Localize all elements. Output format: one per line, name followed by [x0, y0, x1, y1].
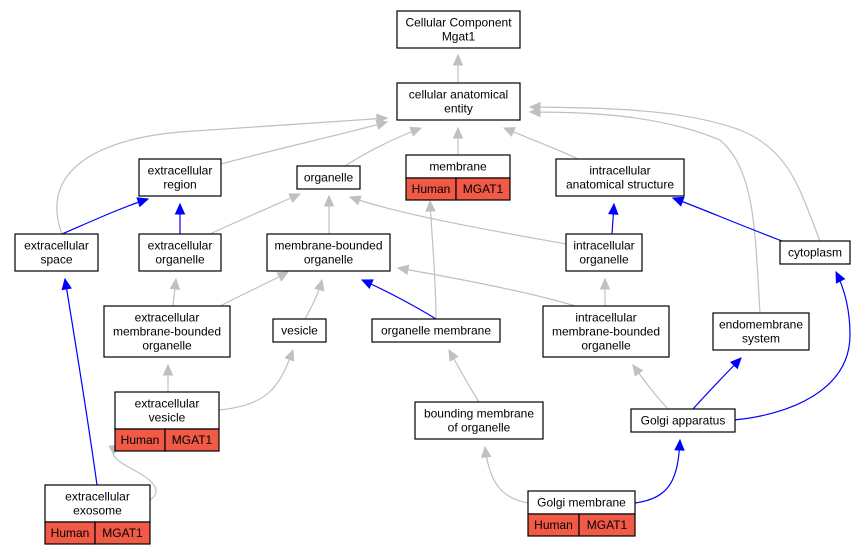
edge-extracellular-space-to-cellular-anatomical-entity	[56, 113, 389, 235]
node-label-line: anatomical structure	[566, 178, 674, 192]
edge-organelle-membrane-to-membrane	[425, 199, 437, 320]
node-label-line: endomembrane	[719, 318, 803, 332]
edge-extracellular-organelle-to-extracellular-region	[174, 202, 186, 234]
node-label-line: organelle	[579, 253, 629, 267]
edge-endomembrane-system-to-cellular-anatomical-entity	[528, 106, 761, 314]
node-label-line: organelle	[155, 253, 205, 267]
node-label-line: organelle	[304, 253, 354, 267]
node-label-line: organelle	[581, 339, 631, 353]
edge-extracellular-vesicle-to-extracellular-membrane-bounded-organelle	[162, 363, 174, 392]
species-tag: Human	[412, 182, 451, 196]
edge-extracellular-space-to-extracellular-region	[61, 197, 150, 235]
node-label-line: extracellular	[148, 164, 213, 178]
node-label-line: organelle membrane	[381, 324, 491, 338]
node-label-line: membrane	[429, 160, 487, 174]
node-label-line: entity	[444, 102, 473, 116]
edge-organelle-to-cellular-anatomical-entity	[344, 126, 423, 167]
node-label-line: membrane-bounded	[552, 325, 660, 339]
edge-intracellular-membrane-bounded-organelle-to-intracellular-organelle	[599, 277, 611, 306]
edge-intracellular-membrane-bounded-organelle-to-membrane-bounded-organelle	[396, 264, 576, 307]
node-label-line: membrane-bounded	[274, 239, 382, 253]
node-label-line: system	[742, 332, 780, 346]
edge-cytoplasm-to-intracellular-anatomical-structure	[671, 196, 783, 242]
edge-extracellular-region-to-cellular-anatomical-entity	[220, 119, 389, 165]
node-label-line: Cellular Component	[405, 16, 512, 30]
edge-extracellular-membrane-bounded-organelle-to-extracellular-organelle	[169, 277, 181, 307]
edge-extracellular-membrane-bounded-organelle-to-membrane-bounded-organelle	[219, 271, 290, 307]
edge-membrane-bounded-organelle-to-organelle	[323, 194, 335, 234]
gene-tag: MGAT1	[172, 433, 213, 447]
node-label-line: space	[40, 253, 72, 267]
species-tag: Human	[534, 518, 573, 532]
node-label-line: of organelle	[448, 421, 511, 435]
edge-golgi-apparatus-to-endomembrane-system	[692, 357, 742, 410]
node-label-line: cellular anatomical	[409, 88, 508, 102]
edges-layer	[56, 53, 851, 504]
edge-vesicle-to-membrane-bounded-organelle	[304, 278, 325, 320]
edge-organelle-membrane-to-membrane-bounded-organelle	[360, 279, 437, 320]
node-label-line: Golgi apparatus	[641, 414, 726, 428]
edge-extracellular-organelle-to-organelle	[209, 193, 302, 235]
gene-tag: MGAT1	[587, 518, 628, 532]
node-label-line: extracellular	[24, 239, 89, 253]
node-label-line: Golgi membrane	[537, 496, 626, 510]
node-label-line: region	[163, 178, 196, 192]
edge-membrane-to-cellular-anatomical-entity	[452, 126, 464, 155]
node-label-line: organelle	[304, 171, 354, 185]
node-label-line: intracellular	[589, 164, 650, 178]
node-golgi-apparatus[interactable]: Golgi apparatus	[630, 408, 736, 433]
gene-tag: MGAT1	[463, 182, 504, 196]
edge-intracellular-organelle-to-intracellular-anatomical-structure	[608, 202, 619, 235]
node-label-line: bounding membrane	[424, 407, 534, 421]
node-label-line: intracellular	[575, 311, 636, 325]
species-tag: Human	[51, 526, 90, 540]
edge-golgi-apparatus-to-cytoplasm	[732, 270, 851, 421]
node-label-line: cytoplasm	[788, 246, 842, 260]
node-label-line: vesicle	[149, 411, 186, 425]
node-label-line: extracellular	[135, 311, 200, 325]
node-label-line: extracellular	[135, 397, 200, 411]
node-label-line: extracellular	[148, 239, 213, 253]
node-label-line: membrane-bounded	[113, 325, 221, 339]
edge-golgi-membrane-to-golgi-apparatus	[634, 438, 685, 504]
node-label-line: intracellular	[573, 239, 634, 253]
node-organelle-membrane[interactable]: organelle membrane	[371, 318, 501, 343]
edge-bounding-membrane-of-organelle-to-organelle-membrane	[448, 348, 480, 403]
node-label-line: Mgat1	[442, 30, 476, 44]
node-cytoplasm[interactable]: cytoplasm	[779, 240, 851, 265]
node-organelle[interactable]: organelle	[296, 165, 361, 190]
edge-golgi-apparatus-to-intracellular-membrane-bounded-organelle	[632, 364, 669, 410]
node-label-line: exosome	[73, 504, 122, 518]
species-tag: Human	[121, 433, 160, 447]
node-label-line: extracellular	[65, 490, 130, 504]
edge-extracellular-vesicle-to-vesicle	[218, 348, 295, 411]
edge-extracellular-exosome-to-extracellular-space	[61, 277, 98, 486]
node-label-line: vesicle	[281, 324, 318, 338]
edge-golgi-membrane-to-bounding-membrane-of-organelle	[481, 445, 529, 504]
node-vesicle[interactable]: vesicle	[272, 318, 327, 343]
gene-tag: MGAT1	[102, 526, 143, 540]
edge-intracellular-organelle-to-organelle	[348, 195, 567, 245]
edge-cellular-anatomical-entity-to-root	[452, 53, 464, 83]
edge-intracellular-anatomical-structure-to-cellular-anatomical-entity	[502, 127, 579, 160]
node-label-line: organelle	[142, 339, 192, 353]
